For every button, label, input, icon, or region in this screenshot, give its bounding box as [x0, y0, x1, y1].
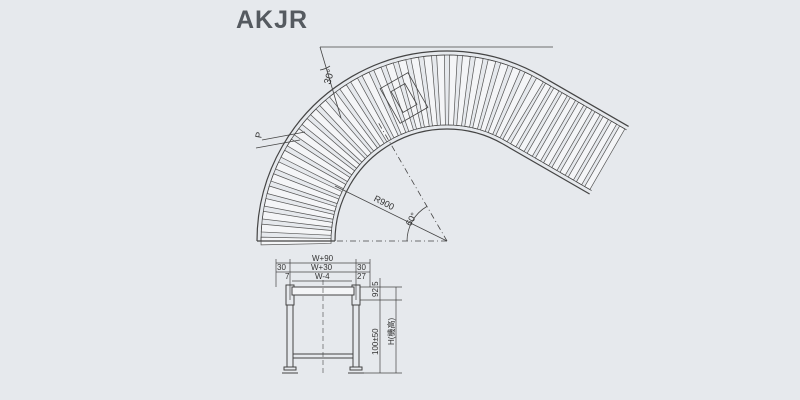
leg-left	[286, 304, 294, 368]
gap-left-label: 7	[285, 272, 290, 281]
radius-label: R900	[372, 193, 396, 212]
frame-straight	[504, 140, 592, 191]
w4-label: W-4	[315, 272, 330, 281]
foot-left	[283, 366, 297, 371]
leg-right	[352, 304, 360, 368]
curved-frames	[256, 50, 629, 242]
frame-straight	[539, 79, 627, 131]
roller	[448, 54, 458, 126]
frame-arc	[260, 54, 541, 242]
frame-straight	[541, 75, 629, 127]
height-100-label: 100±50	[371, 328, 380, 355]
pitch-ext-2	[261, 131, 306, 141]
plan-view	[255, 46, 629, 246]
gap-right-label: 27	[357, 272, 366, 281]
frame-arc	[334, 128, 504, 242]
drive-unit-outline	[379, 72, 429, 124]
frame-arc	[256, 50, 543, 242]
curved-roller-bed	[260, 54, 626, 246]
foot-right	[349, 366, 363, 371]
w30-label: W+30	[311, 263, 333, 272]
offset-left-label: 30	[277, 263, 286, 272]
height-h-label: H(機高)	[386, 318, 396, 345]
angle-30-label: 30°	[323, 68, 338, 85]
drive-unit-inner	[390, 83, 418, 113]
section-view	[275, 259, 402, 375]
radius-dimension-line	[334, 185, 448, 242]
height-925-label: 92.5	[371, 281, 380, 297]
offset-right-label: 30	[357, 263, 366, 272]
pitch-label: P	[253, 131, 264, 139]
frame-arc	[330, 124, 506, 242]
model-title: AKJR	[236, 6, 309, 34]
angle-60-label: 60°	[404, 211, 420, 228]
angle-30-arc	[319, 65, 331, 71]
extension-line-30	[319, 46, 342, 119]
center-line-angled	[377, 121, 448, 242]
roller	[436, 54, 446, 126]
pitch-ext-1	[255, 139, 301, 149]
frame-straight	[502, 143, 590, 195]
angle-60-arc	[406, 206, 428, 242]
w90-label: W+90	[312, 254, 334, 263]
